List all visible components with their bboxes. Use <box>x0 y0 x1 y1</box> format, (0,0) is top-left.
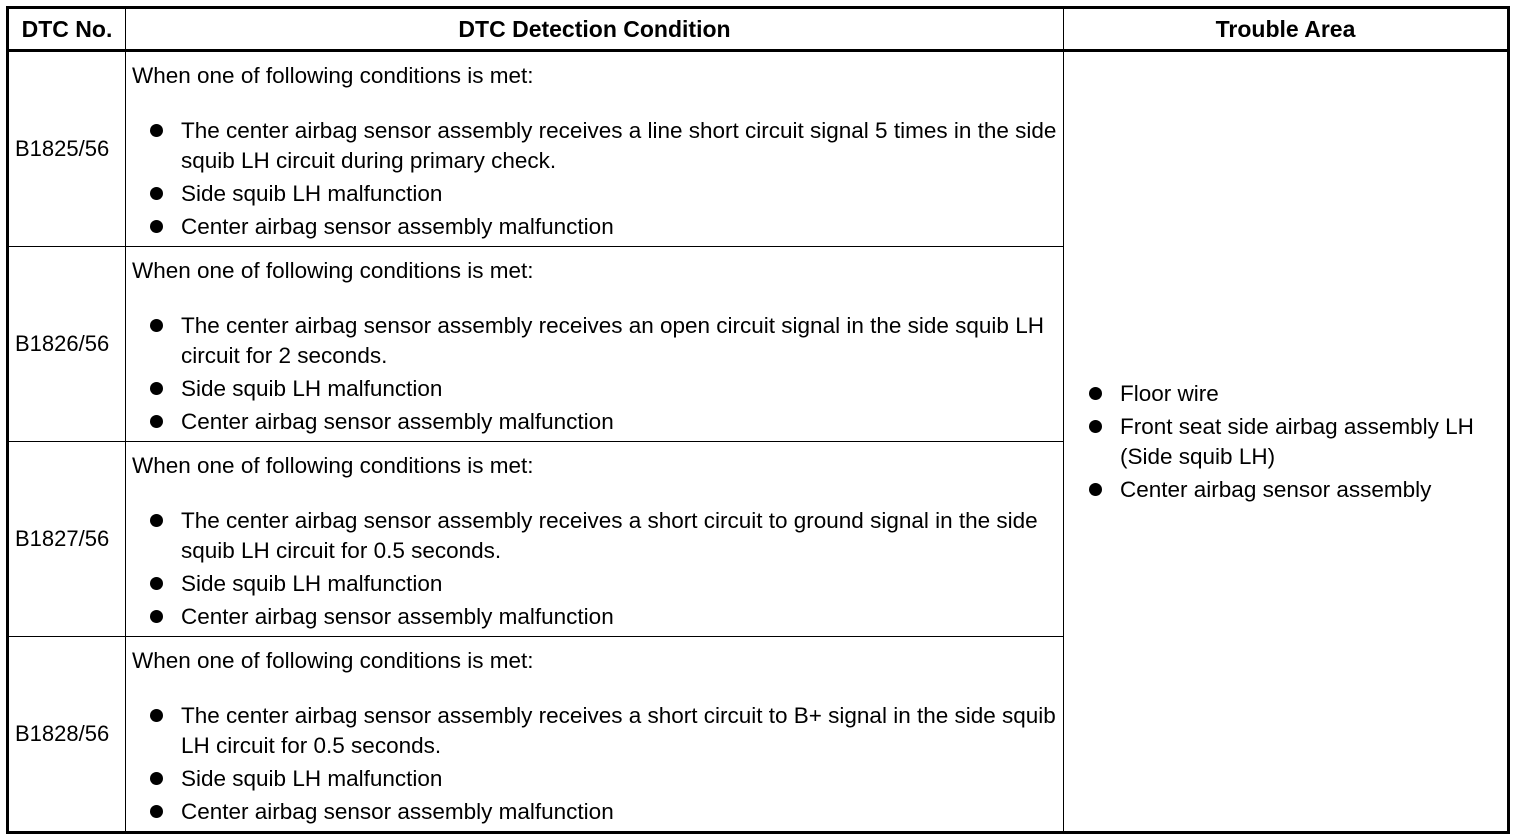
condition-list: The center airbag sensor assembly receiv… <box>132 701 1057 827</box>
trouble-area-item: Floor wire <box>1070 379 1501 409</box>
trouble-area-list: Floor wire Front seat side airbag assemb… <box>1070 379 1501 505</box>
condition-item: The center airbag sensor assembly receiv… <box>132 116 1057 176</box>
bullet-icon <box>150 220 163 233</box>
condition-item: The center airbag sensor assembly receiv… <box>132 701 1057 761</box>
condition-text: Center airbag sensor assembly malfunctio… <box>181 604 614 629</box>
condition-text: Side squib LH malfunction <box>181 376 443 401</box>
dtc-code: B1825/56 <box>7 50 126 247</box>
bullet-icon <box>150 514 163 527</box>
trouble-area-cell: Floor wire Front seat side airbag assemb… <box>1063 50 1509 833</box>
detection-condition-cell: When one of following conditions is met:… <box>125 636 1064 833</box>
trouble-area-text: Floor wire <box>1120 380 1219 406</box>
condition-item: The center airbag sensor assembly receiv… <box>132 506 1057 566</box>
bullet-icon <box>150 577 163 590</box>
bullet-icon <box>150 187 163 200</box>
condition-item: Side squib LH malfunction <box>132 179 1057 209</box>
condition-item: Center airbag sensor assembly malfunctio… <box>132 797 1057 827</box>
header-trouble-area: Trouble Area <box>1063 7 1509 52</box>
condition-text: The center airbag sensor assembly receiv… <box>181 703 1056 758</box>
condition-item: Center airbag sensor assembly malfunctio… <box>132 407 1057 437</box>
condition-intro: When one of following conditions is met: <box>132 648 534 673</box>
table-row: B1825/56 When one of following condition… <box>7 50 1509 833</box>
condition-item: The center airbag sensor assembly receiv… <box>132 311 1057 371</box>
condition-text: Side squib LH malfunction <box>181 571 443 596</box>
bullet-icon <box>150 772 163 785</box>
condition-text: The center airbag sensor assembly receiv… <box>181 118 1057 173</box>
condition-intro: When one of following conditions is met: <box>132 258 534 283</box>
bullet-icon <box>150 805 163 818</box>
dtc-code: B1827/56 <box>7 441 126 637</box>
header-dtc-no: DTC No. <box>7 7 126 52</box>
header-row: DTC No. DTC Detection Condition Trouble … <box>7 7 1509 52</box>
detection-condition-cell: When one of following conditions is met:… <box>125 441 1064 637</box>
header-detection-condition: DTC Detection Condition <box>125 7 1064 52</box>
condition-intro: When one of following conditions is met: <box>132 63 534 88</box>
condition-item: Side squib LH malfunction <box>132 374 1057 404</box>
condition-item: Center airbag sensor assembly malfunctio… <box>132 212 1057 242</box>
trouble-area-text: Front seat side airbag assembly LH (Side… <box>1120 413 1474 469</box>
dtc-table: DTC No. DTC Detection Condition Trouble … <box>6 6 1510 834</box>
bullet-icon <box>150 382 163 395</box>
bullet-icon <box>150 709 163 722</box>
condition-text: Center airbag sensor assembly malfunctio… <box>181 409 614 434</box>
detection-condition-cell: When one of following conditions is met:… <box>125 246 1064 442</box>
table-row: B1826/56 When one of following condition… <box>7 246 1509 442</box>
bullet-icon <box>1089 386 1102 400</box>
condition-list: The center airbag sensor assembly receiv… <box>132 311 1057 437</box>
condition-item: Side squib LH malfunction <box>132 764 1057 794</box>
condition-text: Center airbag sensor assembly malfunctio… <box>181 214 614 239</box>
detection-condition-cell: When one of following conditions is met:… <box>125 50 1064 247</box>
table-row: B1827/56 When one of following condition… <box>7 441 1509 637</box>
condition-item: Side squib LH malfunction <box>132 569 1057 599</box>
condition-text: Side squib LH malfunction <box>181 181 443 206</box>
dtc-code: B1826/56 <box>7 246 126 442</box>
condition-text: The center airbag sensor assembly receiv… <box>181 508 1038 563</box>
trouble-area-text: Center airbag sensor assembly <box>1120 476 1432 502</box>
condition-list: The center airbag sensor assembly receiv… <box>132 506 1057 632</box>
bullet-icon <box>150 610 163 623</box>
bullet-icon <box>1089 419 1102 433</box>
condition-list: The center airbag sensor assembly receiv… <box>132 116 1057 242</box>
bullet-icon <box>150 124 163 137</box>
trouble-area-item: Front seat side airbag assembly LH (Side… <box>1070 412 1501 472</box>
condition-item: Center airbag sensor assembly malfunctio… <box>132 602 1057 632</box>
condition-text: Center airbag sensor assembly malfunctio… <box>181 799 614 824</box>
trouble-area-item: Center airbag sensor assembly <box>1070 475 1501 505</box>
condition-text: Side squib LH malfunction <box>181 766 443 791</box>
table-row: B1828/56 When one of following condition… <box>7 636 1509 833</box>
condition-text: The center airbag sensor assembly receiv… <box>181 313 1044 368</box>
bullet-icon <box>150 319 163 332</box>
dtc-code: B1828/56 <box>7 636 126 833</box>
bullet-icon <box>150 415 163 428</box>
bullet-icon <box>1089 482 1102 496</box>
condition-intro: When one of following conditions is met: <box>132 453 534 478</box>
